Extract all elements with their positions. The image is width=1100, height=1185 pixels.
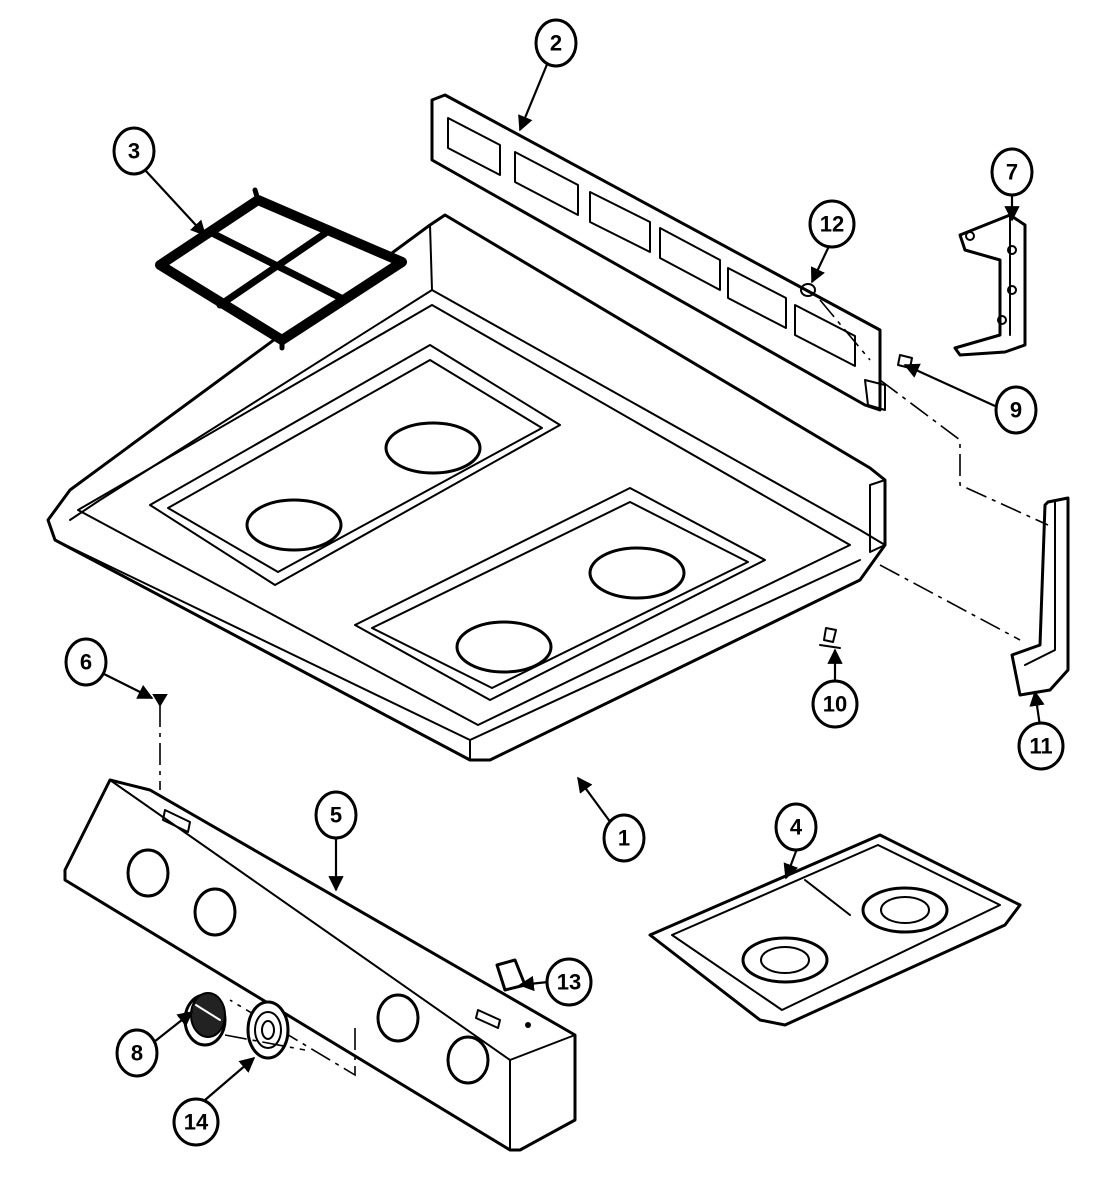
callout-6: 6 bbox=[64, 637, 108, 687]
hinge-bracket bbox=[953, 213, 1027, 357]
knob-opening bbox=[126, 848, 170, 898]
vent-trim-bar bbox=[430, 93, 886, 412]
burner-opening bbox=[588, 546, 686, 600]
callout-7: 7 bbox=[990, 147, 1034, 197]
knob-opening bbox=[193, 887, 237, 937]
callout-label: 14 bbox=[184, 1110, 209, 1135]
control-panel bbox=[63, 778, 577, 1152]
callout-label: 4 bbox=[790, 815, 803, 840]
callout-1: 1 bbox=[602, 813, 646, 863]
callout-label: 12 bbox=[820, 212, 844, 237]
callout-13: 13 bbox=[545, 957, 593, 1007]
callout-label: 5 bbox=[330, 803, 342, 828]
burner-opening bbox=[455, 620, 553, 674]
burner-opening bbox=[384, 421, 482, 475]
knob-opening bbox=[446, 1035, 490, 1085]
side-trim bbox=[1010, 496, 1070, 697]
burner-grate bbox=[155, 187, 407, 351]
callout-label: 13 bbox=[557, 970, 581, 995]
knob-opening bbox=[376, 993, 420, 1043]
callout-14: 14 bbox=[172, 1097, 220, 1147]
callout-label: 8 bbox=[131, 1041, 143, 1066]
callout-label: 9 bbox=[1010, 398, 1022, 423]
callout-8: 8 bbox=[115, 1028, 159, 1078]
screw-part bbox=[152, 694, 168, 707]
drip-pan-well bbox=[741, 936, 829, 984]
callout-2: 2 bbox=[534, 18, 578, 68]
callout-label: 1 bbox=[618, 826, 630, 851]
drip-pan bbox=[648, 833, 1022, 1027]
callout-12: 12 bbox=[808, 199, 856, 249]
burner-opening bbox=[245, 498, 343, 552]
callout-5: 5 bbox=[314, 790, 358, 840]
callout-label: 11 bbox=[1029, 734, 1052, 759]
callout-label: 10 bbox=[823, 692, 847, 717]
drip-pan-well bbox=[861, 886, 949, 934]
push-pin-part bbox=[819, 627, 841, 649]
callout-10: 10 bbox=[811, 679, 859, 729]
callout-9: 9 bbox=[994, 385, 1038, 435]
callout-4: 4 bbox=[774, 802, 818, 852]
callout-label: 6 bbox=[80, 650, 92, 675]
grommet-part bbox=[800, 283, 816, 297]
callout-label: 2 bbox=[550, 31, 562, 56]
callout-label: 7 bbox=[1006, 160, 1018, 185]
cooktop-main-top bbox=[46, 213, 887, 762]
callout-11: 11 bbox=[1017, 721, 1065, 771]
knob-bezel bbox=[246, 1000, 290, 1060]
control-knob bbox=[183, 992, 227, 1047]
callout-label: 3 bbox=[128, 139, 140, 164]
callout-3: 3 bbox=[112, 126, 156, 176]
